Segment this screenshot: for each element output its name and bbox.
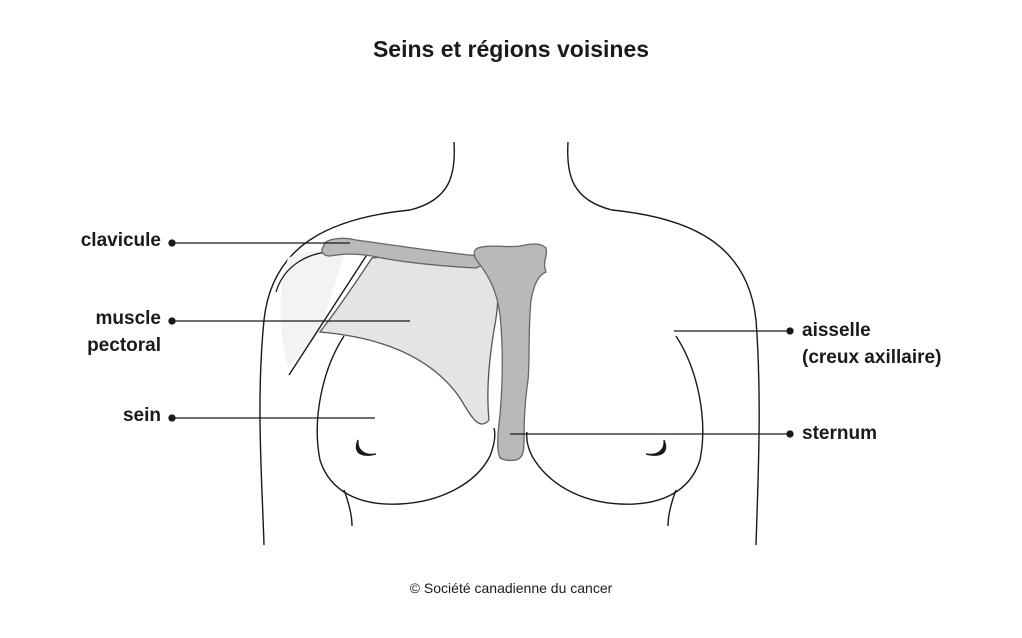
sternum-bone xyxy=(473,243,548,462)
neck-right-outline xyxy=(566,141,613,211)
clavicle-bone xyxy=(321,237,483,269)
neck-left-outline xyxy=(409,141,456,211)
left-nipple xyxy=(355,439,377,456)
label-muscle-line2: pectoral xyxy=(87,335,161,356)
pectoral-tendon-line xyxy=(288,249,371,376)
label-clavicule: clavicule xyxy=(40,227,161,254)
label-sein-text: sein xyxy=(122,405,161,426)
label-clavicule-text: clavicule xyxy=(80,230,161,251)
copyright-notice: © Société canadienne du cancer xyxy=(409,580,613,596)
diagram-title: Seins et régions voisines xyxy=(372,36,650,62)
right-breast-outline xyxy=(526,335,704,505)
muscle-lateral-region xyxy=(280,250,345,368)
label-sein: sein xyxy=(40,402,161,429)
leader-lines xyxy=(168,239,794,438)
label-muscle-line1: muscle xyxy=(95,308,161,329)
right-nipple xyxy=(645,439,667,456)
label-sternum-text: sternum xyxy=(802,423,877,444)
left-flank-line xyxy=(343,489,353,527)
right-flank-line xyxy=(667,489,677,527)
left-breast-outline xyxy=(316,335,496,505)
label-aisselle-line2: (creux axillaire) xyxy=(802,347,942,368)
label-aisselle-line1: aisselle xyxy=(802,320,871,341)
right-shoulder-outline xyxy=(611,209,760,546)
pectoral-muscle xyxy=(318,254,499,425)
label-sternum: sternum xyxy=(802,420,877,447)
label-muscle-pectoral: muscle pectoral xyxy=(40,305,161,359)
left-shoulder-outline xyxy=(259,209,411,546)
label-aisselle: aisselle (creux axillaire) xyxy=(802,317,941,371)
